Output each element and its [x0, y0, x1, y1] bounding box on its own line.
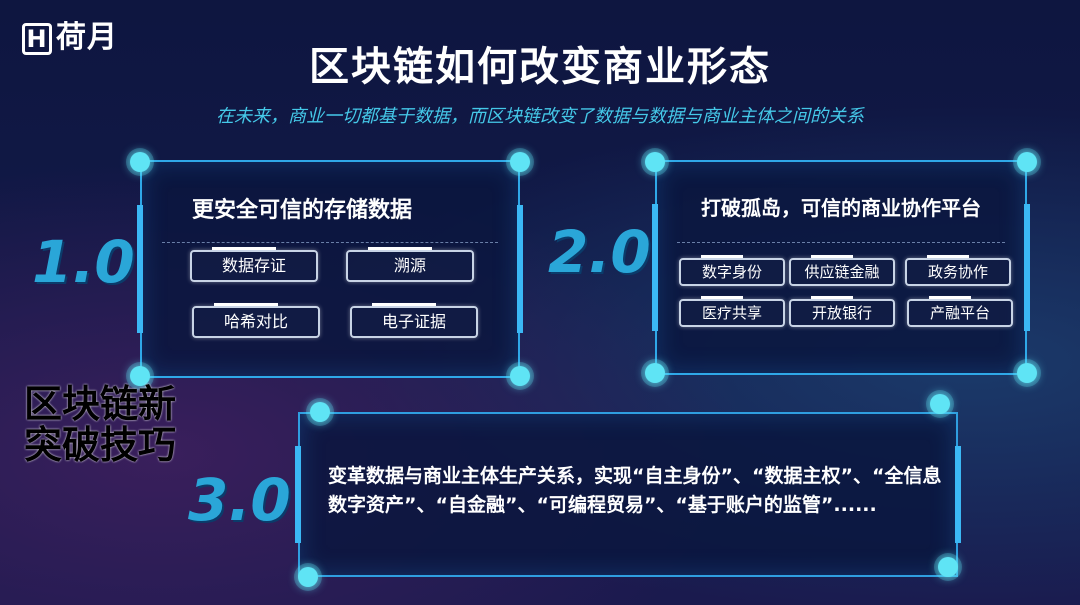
- tag: 哈希对比: [192, 303, 320, 338]
- tag: 医疗共享: [679, 296, 785, 327]
- page-title: 区块链如何改变商业形态: [309, 44, 771, 90]
- corner-dot: [930, 394, 950, 414]
- tag: 数字身份: [679, 255, 785, 286]
- version-label-1: 1.0: [32, 228, 135, 296]
- corner-dot: [1017, 152, 1037, 172]
- tag: 政务协作: [905, 255, 1011, 286]
- corner-dot: [510, 366, 530, 386]
- corner-dot: [645, 363, 665, 383]
- corner-dot: [645, 152, 665, 172]
- version-label-3: 3.0: [188, 466, 291, 534]
- corner-dot: [298, 567, 318, 587]
- corner-dot: [938, 557, 958, 577]
- logo-mark: H: [22, 22, 52, 55]
- panel-text: 变革数据与商业主体生产关系，实现“自主身份”、“数据主权”、“全信息数字资产”、…: [328, 465, 942, 516]
- corner-dot: [1017, 363, 1037, 383]
- panel-title: 更安全可信的存储数据: [192, 198, 413, 223]
- corner-dot: [310, 402, 330, 422]
- tag: 产融平台: [907, 296, 1013, 327]
- corner-dot: [130, 152, 150, 172]
- page-subtitle: 在未来，商业一切都基于数据，而区块链改变了数据与数据与商业主体之间的关系: [216, 106, 864, 127]
- corner-dot: [510, 152, 530, 172]
- divider: [162, 242, 498, 243]
- tag: 供应链金融: [789, 255, 895, 286]
- tag: 开放银行: [789, 296, 895, 327]
- tag: 数据存证: [190, 247, 318, 282]
- tag: 溯源: [346, 247, 474, 282]
- watermark: 区块链新突破技巧: [24, 382, 177, 467]
- corner-dot: [130, 366, 150, 386]
- divider: [677, 242, 1005, 243]
- tag: 电子证据: [350, 303, 478, 338]
- logo-text: 荷月: [56, 20, 118, 55]
- version-label-2: 2.0: [548, 218, 651, 286]
- panel-1: 更安全可信的存储数据 数据存证 溯源 哈希对比 电子证据: [130, 152, 530, 386]
- panel-title: 打破孤岛，可信的商业协作平台: [701, 196, 981, 220]
- panel-3: 变革数据与商业主体生产关系，实现“自主身份”、“数据主权”、“全信息数字资产”、…: [295, 394, 961, 587]
- panel-2: 打破孤岛，可信的商业协作平台 数字身份 供应链金融 政务协作 医疗共享 开放银行…: [645, 152, 1037, 383]
